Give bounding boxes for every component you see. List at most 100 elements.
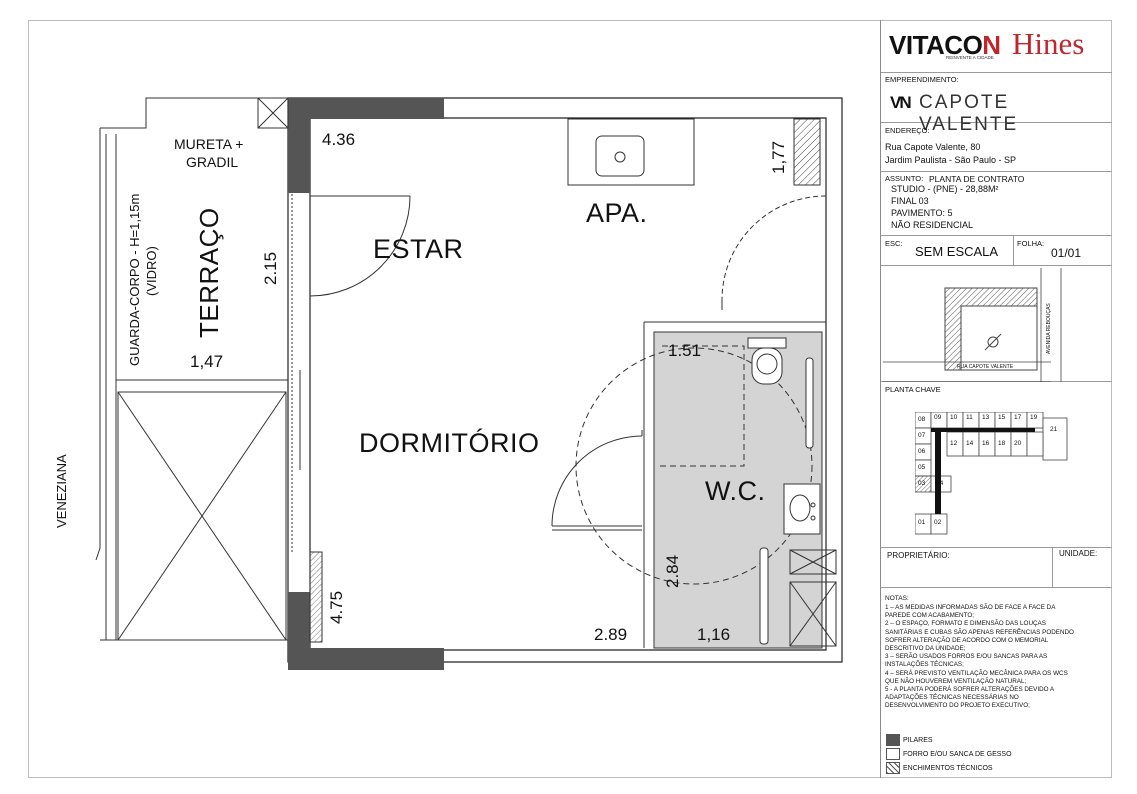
- nota-line: SOFRER ALTERAÇÃO DE ACORDO COM O MEMORIA…: [885, 636, 1049, 644]
- key-unit-12: 12: [950, 440, 958, 447]
- title-block: VITACON REINVENTE A CIDADE Hines EMPREEN…: [880, 20, 1112, 778]
- room-label-apa: APA.: [586, 198, 648, 228]
- project-name: CAPOTE VALENTE: [919, 92, 1019, 135]
- planta-chave-label: PLANTA CHAVE: [885, 385, 941, 394]
- key-unit-04: 04: [936, 480, 944, 487]
- endereco-line-1: Rua Capote Valente, 80: [885, 142, 981, 152]
- assunto-line-1: STUDIO - (PNE) - 28,88M²: [891, 184, 999, 194]
- room-label-terraco: TERRAÇO: [194, 207, 224, 338]
- assunto-section: ASSUNTO: PLANTA DE CONTRATO STUDIO - (PN…: [881, 172, 1112, 236]
- pillar-left-bottom: [288, 592, 310, 662]
- notas-label: NOTAS:: [885, 595, 909, 602]
- note-veneziana: VENEZIANA: [54, 454, 69, 528]
- unidade-label: UNIDADE:: [1059, 549, 1098, 558]
- endereco-label: ENDEREÇO:: [885, 126, 930, 135]
- empreendimento-section: EMPREENDIMENTO: VN CAPOTE VALENTE: [881, 73, 1112, 135]
- drawing-sheet-border: [28, 20, 1112, 778]
- key-unit-21: 21: [1050, 426, 1058, 433]
- nota-line: ADAPTAÇÕES TÉCNICAS NECESSÁRIAS NO: [885, 694, 1019, 702]
- key-unit-09: 09: [934, 414, 942, 421]
- key-unit-08: 08: [918, 416, 926, 423]
- nota-line: 4 – SERÁ PREVISTO VENTILAÇÃO MECÂNICA PA…: [885, 669, 1068, 677]
- escala-folha-section: ESC: SEM ESCALA FOLHA: 01/01: [881, 236, 1112, 266]
- note-guarda-corpo: GUARDA-CORPO - H=1,15m: [127, 193, 142, 366]
- location-map-drawing: [883, 268, 1062, 383]
- key-unit-02: 02: [934, 519, 942, 526]
- dimension-2-15: 2.15: [261, 251, 280, 285]
- key-unit-20: 20: [1014, 440, 1022, 447]
- assunto-line-2: FINAL 03: [891, 196, 929, 206]
- proprietario-divider: [1052, 548, 1053, 588]
- nota-line: DESCRITIVO DA UNIDADE;: [885, 645, 966, 653]
- vitacon-tagline: REINVENTE A CIDADE: [946, 55, 994, 60]
- key-plan-drawing: [914, 411, 1068, 535]
- nota-line: 3 – SERÃO USADOS FORROS E/OU SANCAS PARA…: [885, 653, 1048, 661]
- key-plan: 08 09 10 11 13 15 17 19 07 12 14 16 18 2…: [914, 411, 1095, 547]
- assunto-line-3: PAVIMENTO: 5: [891, 208, 953, 218]
- esc-value: SEM ESCALA: [915, 244, 999, 259]
- location-map: RUA CAPOTE VALENTE AVENIDA REBOUÇAS: [881, 266, 1112, 383]
- notas-list: 1 – AS MEDIDAS INFORMADAS SÃO DE FACE A …: [885, 604, 1110, 711]
- nota-line: SANITÁRIAS E CUBAS SÃO APENAS REFERÊNCIA…: [885, 628, 1074, 636]
- note-vidro: (VIDRO): [144, 246, 159, 296]
- assunto-label: ASSUNTO:: [885, 174, 924, 183]
- entrance-door: [309, 195, 411, 297]
- pillar-bottom: [288, 648, 444, 670]
- key-unit-17: 17: [1014, 414, 1022, 421]
- exterior-walls: [287, 97, 843, 663]
- key-unit-06: 06: [918, 448, 926, 455]
- dimension-4-75: 4.75: [327, 590, 346, 624]
- room-label-estar: ESTAR: [373, 234, 464, 264]
- project-mark-icon: VN: [890, 93, 912, 112]
- note-gradil: GRADIL: [186, 154, 239, 170]
- nota-line: DESENVOLVIMENTO DO PROJETO EXECUTIVO;: [885, 702, 1030, 710]
- key-unit-05: 05: [918, 464, 926, 471]
- esc-divider: [1013, 236, 1014, 266]
- key-unit-07: 07: [918, 432, 926, 439]
- kitchen-counter: [567, 118, 821, 186]
- wc-shafts: [789, 549, 837, 647]
- note-mureta: MURETA +: [174, 136, 244, 152]
- dimension-2-89: 2.89: [594, 625, 628, 644]
- planta-chave-section: PLANTA CHAVE: [881, 382, 1112, 548]
- folha-value: 01/01: [1051, 246, 1082, 260]
- legend-pilares: PILARES: [903, 737, 933, 744]
- folha-label: FOLHA:: [1017, 239, 1045, 248]
- key-unit-18: 18: [998, 440, 1006, 447]
- key-unit-13: 13: [982, 414, 990, 421]
- nota-line: 1 – AS MEDIDAS INFORMADAS SÃO DE FACE A …: [885, 604, 1056, 611]
- nota-line: INSTALAÇÕES TÉCNICAS;: [885, 661, 964, 669]
- proprietario-label: PROPRIETÁRIO:: [887, 551, 950, 560]
- dimension-1-47: 1,47: [190, 352, 224, 371]
- key-unit-11: 11: [966, 414, 973, 421]
- legend-swatch-enchimentos: [886, 762, 900, 774]
- key-unit-14: 14: [966, 440, 974, 447]
- endereco-line-2: Jardim Paulista - São Paulo - SP: [885, 155, 1017, 165]
- dimension-1-77: 1,77: [769, 140, 788, 174]
- wc-room: [575, 321, 826, 649]
- assunto-title: PLANTA DE CONTRATO: [929, 174, 1025, 184]
- key-unit-03: 03: [918, 480, 926, 487]
- nota-line: 2 – O ESPAÇO, FORMATO E DIMENSÃO DAS LOU…: [885, 620, 1046, 628]
- terrace: [95, 97, 301, 641]
- dimension-2-84: 2.84: [663, 554, 682, 588]
- room-label-dormitorio: DORMITÓRIO: [359, 428, 540, 458]
- proprietario-section: PROPRIETÁRIO: UNIDADE:: [881, 548, 1112, 588]
- key-unit-16: 16: [982, 440, 990, 447]
- key-unit-15: 15: [998, 414, 1006, 421]
- notas-section: NOTAS: 1 – AS MEDIDAS INFORMADAS SÃO DE …: [881, 588, 1112, 778]
- vitacon-logo: VITACON: [889, 30, 1001, 60]
- key-unit-10: 10: [950, 414, 958, 421]
- dimension-1-51: 1.51: [668, 341, 702, 360]
- hines-logo: Hines: [1012, 26, 1085, 61]
- nota-line: QUE NÃO HOUVEREM VENTILAÇÃO NATURAL;: [885, 677, 1027, 685]
- map-street-label: RUA CAPOTE VALENTE: [957, 364, 1014, 370]
- legend-forro: FORRO E/OU SANCA DE GESSO: [903, 751, 1012, 758]
- empreendimento-label: EMPREENDIMENTO:: [885, 75, 959, 84]
- esc-label: ESC:: [885, 239, 903, 248]
- technical-fill: [309, 551, 323, 643]
- map-avenue-label: AVENIDA REBOUÇAS: [1046, 303, 1052, 354]
- apa-door: [721, 195, 827, 310]
